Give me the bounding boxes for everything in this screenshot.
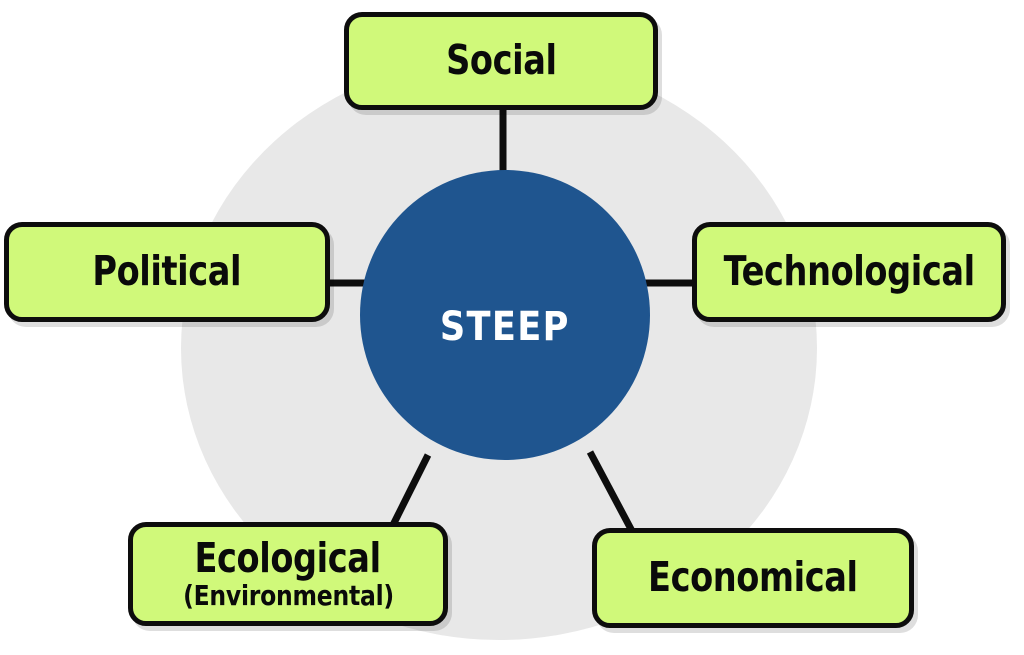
node-political[interactable]: Political	[4, 222, 330, 322]
node-economical[interactable]: Economical	[592, 528, 914, 628]
center-hub[interactable]: STEEP	[360, 170, 650, 460]
node-ecological-label: Ecological	[194, 533, 382, 582]
node-ecological-sublabel: (Environmental)	[182, 578, 394, 612]
node-social-label: Social	[445, 36, 557, 85]
node-economical-label: Economical	[648, 553, 858, 602]
connector-ecological	[388, 453, 432, 529]
connector-economical	[586, 450, 636, 533]
node-political-label: Political	[92, 247, 242, 296]
node-technological-label: Technological	[723, 247, 975, 296]
node-ecological[interactable]: Ecological (Environmental)	[128, 522, 448, 626]
node-technological[interactable]: Technological	[692, 222, 1006, 322]
center-hub-label: STEEP	[440, 304, 570, 350]
node-social[interactable]: Social	[344, 12, 658, 110]
